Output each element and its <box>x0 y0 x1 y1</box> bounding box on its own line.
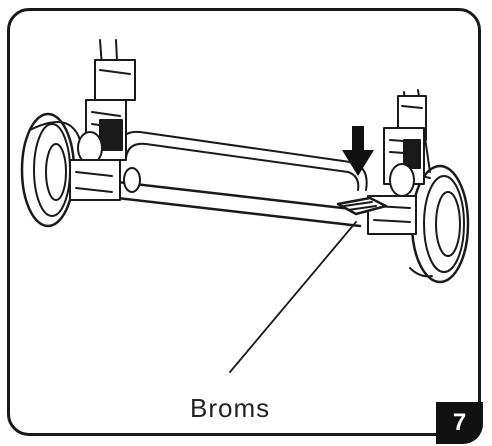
pointer-line <box>229 221 357 373</box>
brake-pedal <box>336 196 388 216</box>
left-frame-tube <box>69 39 141 201</box>
step-number-badge: 7 <box>436 402 483 444</box>
right-frame-tube <box>367 89 431 235</box>
instruction-frame <box>7 8 481 436</box>
left-wheel <box>20 112 81 228</box>
right-wheel <box>409 164 470 284</box>
brake-label: Broms <box>190 393 271 423</box>
down-arrow-icon <box>342 126 374 176</box>
